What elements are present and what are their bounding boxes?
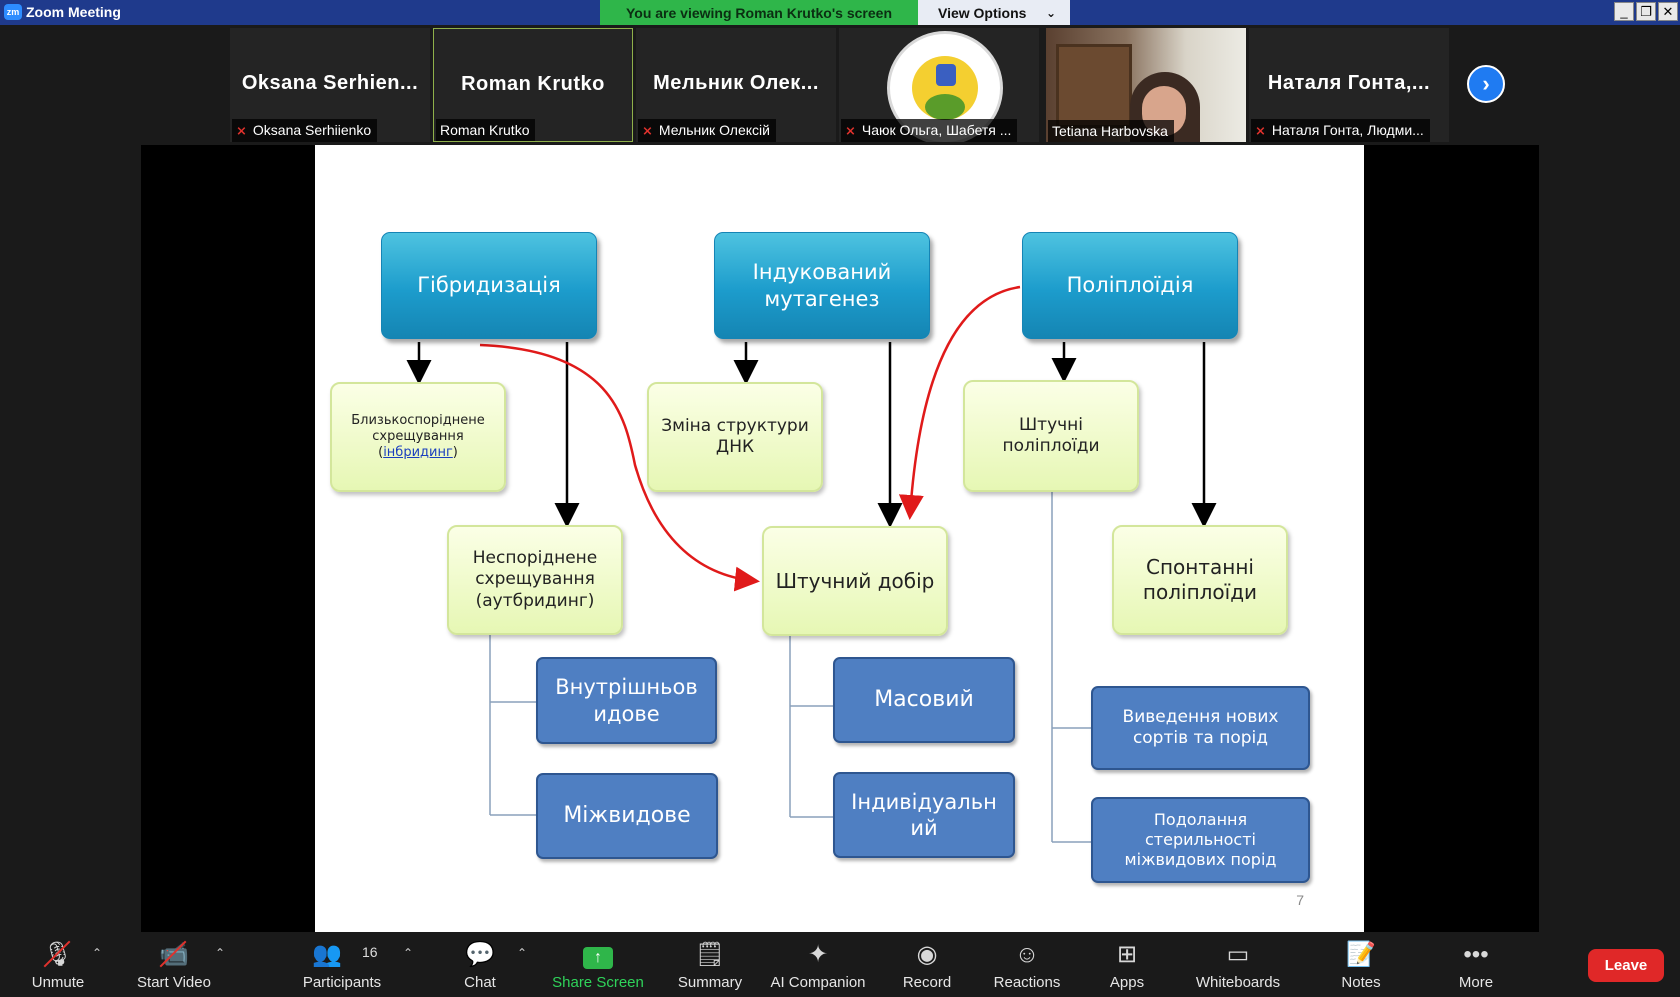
box-outbreeding: Неспоріднене схрещування (аутбридинг) xyxy=(447,525,623,635)
apps-grid-icon: ⊞ xyxy=(1116,941,1138,968)
box-dna-change: Зміна структури ДНК xyxy=(647,382,823,492)
viewing-banner: You are viewing Roman Krutko's screen xyxy=(600,0,918,25)
participant-tile[interactable]: Мельник Олек... ⨯Мельник Олексій xyxy=(636,28,836,142)
box-mass: Масовий xyxy=(833,657,1015,743)
participant-display-name: Наталя Гонта,... xyxy=(1267,72,1431,94)
participant-label: ⨯Наталя Гонта, Людми... xyxy=(1251,119,1430,142)
participant-label: Tetiana Harbovska xyxy=(1048,120,1174,142)
more-button[interactable]: ••• More xyxy=(1446,932,1506,997)
restore-button[interactable]: ❐ xyxy=(1636,2,1656,21)
box-interspecific: Міжвидове xyxy=(536,773,718,859)
box-sterility: Подолання стерильності міжвидових порід xyxy=(1091,797,1310,883)
mic-muted-icon: ⨯ xyxy=(236,123,247,138)
notes-icon: 📝 xyxy=(1346,941,1376,968)
whiteboards-button[interactable]: ▭ Whiteboards xyxy=(1188,932,1288,997)
window-controls: _ ❐ ✕ xyxy=(1614,2,1678,21)
chat-icon: 💬 xyxy=(465,941,495,968)
view-options-label: View Options xyxy=(938,5,1027,21)
close-button[interactable]: ✕ xyxy=(1658,2,1678,21)
chat-button[interactable]: 💬 Chat xyxy=(450,932,510,997)
chevron-down-icon: ⌄ xyxy=(1045,6,1056,20)
box-induced-mutagenesis: Індукований мутагенез xyxy=(714,232,930,339)
minimize-button[interactable]: _ xyxy=(1614,2,1634,21)
mic-muted-icon: ⨯ xyxy=(642,123,653,138)
slide-page-number: 7 xyxy=(1296,892,1304,908)
title-bar: zm Zoom Meeting You are viewing Roman Kr… xyxy=(0,0,1680,25)
box-inbreeding: Близькоспоріднене схрещування (інбридинг… xyxy=(330,382,506,492)
leave-button[interactable]: Leave xyxy=(1588,949,1664,982)
chevron-right-icon: › xyxy=(1482,71,1490,96)
participant-tile[interactable]: ⨯Чаюк Ольга, Шабетя ... xyxy=(839,28,1039,142)
inbreeding-link[interactable]: інбридинг xyxy=(383,445,453,461)
apps-button[interactable]: ⊞ Apps xyxy=(1096,932,1158,997)
summary-icon: 🗒 xyxy=(694,941,726,968)
participant-label: ⨯Oksana Serhiienko xyxy=(232,119,378,142)
meeting-toolbar: 🎙 Unmute ⌃ 📹 Start Video ⌃ 👥 16 Particip… xyxy=(0,932,1680,997)
share-screen-icon: ↑ xyxy=(548,940,648,970)
zoom-logo-icon: zm xyxy=(4,4,22,20)
reactions-smiley-icon: ☺ xyxy=(1014,941,1040,968)
participant-tile-active[interactable]: Roman Krutko Roman Krutko xyxy=(433,28,633,142)
participant-display-name: Roman Krutko xyxy=(461,73,605,95)
box-artificial-polyploids: Штучні поліплоїди xyxy=(963,380,1139,492)
ai-sparkle-icon: ✦ xyxy=(807,941,829,968)
audio-options-caret[interactable]: ⌃ xyxy=(92,946,103,960)
share-screen-button[interactable]: ↑ Share Screen xyxy=(548,932,648,997)
view-options-button[interactable]: View Options ⌄ xyxy=(918,0,1070,25)
mic-muted-icon: ⨯ xyxy=(1255,123,1266,138)
participants-icon: 👥 xyxy=(312,941,342,968)
reactions-button[interactable]: ☺ Reactions xyxy=(986,932,1068,997)
record-icon: ◉ xyxy=(916,941,938,968)
box-intraspecific: Внутрішньов идове xyxy=(536,657,717,744)
unmute-button[interactable]: 🎙 Unmute xyxy=(18,932,98,997)
red-arrow-hybrid-selection xyxy=(479,343,760,592)
participant-display-name: Мельник Олек... xyxy=(653,72,819,94)
window-title: Zoom Meeting xyxy=(26,4,121,20)
shared-screen: Гібридизація Індукований мутагенез Поліп… xyxy=(141,145,1539,932)
participant-tile[interactable]: Oksana Serhien... ⨯Oksana Serhiienko xyxy=(230,28,430,142)
box-spontaneous-polyploids: Спонтанні поліплоїди xyxy=(1112,525,1288,635)
record-button[interactable]: ◉ Record xyxy=(892,932,962,997)
box-polyploidy: Поліплоїдія xyxy=(1022,232,1238,339)
red-arrow-poly-selection xyxy=(898,285,1021,520)
mic-muted-icon: ⨯ xyxy=(845,123,856,138)
video-options-caret[interactable]: ⌃ xyxy=(215,946,226,960)
microphone-muted-icon: 🎙 xyxy=(42,941,74,968)
participants-options-caret[interactable]: ⌃ xyxy=(403,946,414,960)
whiteboard-icon: ▭ xyxy=(1226,941,1250,968)
notes-button[interactable]: 📝 Notes xyxy=(1330,932,1392,997)
participants-count: 16 xyxy=(362,944,378,960)
slide-connectors xyxy=(406,285,1217,843)
chat-options-caret[interactable]: ⌃ xyxy=(517,946,528,960)
participant-label: ⨯Мельник Олексій xyxy=(638,119,776,142)
video-off-icon: 📹 xyxy=(159,941,189,968)
box-artificial-selection: Штучний добір xyxy=(762,526,948,636)
participants-button[interactable]: 👥 16 Participants xyxy=(290,932,394,997)
bookshelf xyxy=(1056,44,1132,128)
next-page-button[interactable]: › xyxy=(1467,65,1505,103)
start-video-button[interactable]: 📹 Start Video xyxy=(120,932,228,997)
box-hybridization: Гібридизація xyxy=(381,232,597,339)
participant-label: Roman Krutko xyxy=(436,119,536,141)
participant-display-name: Oksana Serhien... xyxy=(241,72,419,94)
slide: Гібридизація Індукований мутагенез Поліп… xyxy=(315,145,1364,932)
ai-companion-button[interactable]: ✦ AI Companion xyxy=(766,932,870,997)
summary-button[interactable]: 🗒 Summary xyxy=(670,932,750,997)
participant-tile[interactable]: Наталя Гонта,... ⨯Наталя Гонта, Людми... xyxy=(1249,28,1449,142)
box-new-breeds: Виведення нових сортів та порід xyxy=(1091,686,1310,770)
box-individual: Індивідуальн ий xyxy=(833,772,1015,858)
more-dots-icon: ••• xyxy=(1463,941,1489,968)
participant-video-tile[interactable]: Tetiana Harbovska xyxy=(1046,28,1246,142)
participants-strip: Oksana Serhien... ⨯Oksana Serhiienko Rom… xyxy=(0,25,1680,143)
participant-label: ⨯Чаюк Ольга, Шабетя ... xyxy=(841,119,1018,142)
